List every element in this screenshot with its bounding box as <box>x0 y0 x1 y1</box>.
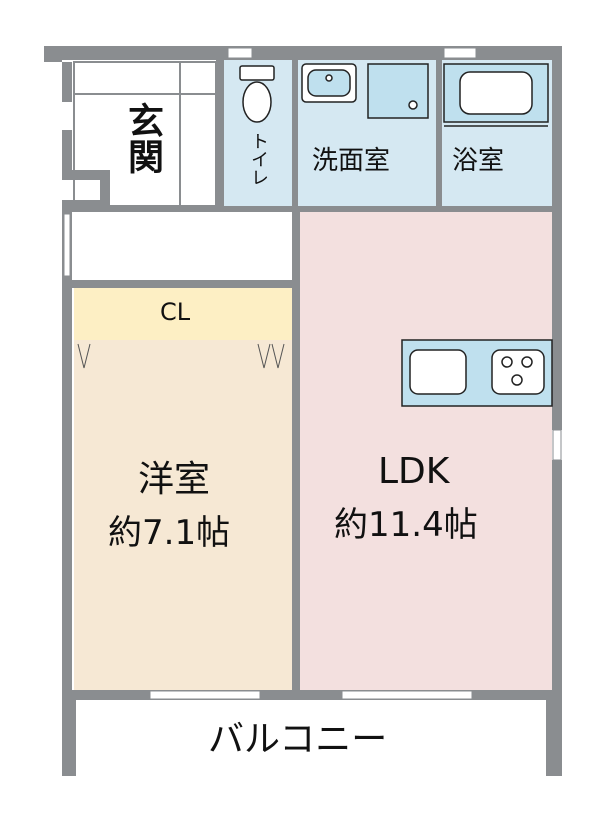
western-room-size: 約7.1帖 <box>108 513 231 553</box>
toilet-label: トイレ <box>248 132 269 186</box>
balcony-label: バルコニー <box>208 719 388 760</box>
washroom-label: 洗面室 <box>312 146 391 176</box>
bathtub-fixture <box>443 63 549 127</box>
western-floor <box>74 340 292 690</box>
ldk-floor <box>300 208 552 690</box>
kitchen-counter <box>401 339 553 407</box>
closet-floor <box>74 287 292 340</box>
genkan-label: 玄関 <box>122 102 163 174</box>
closet-doors <box>77 343 285 369</box>
washbasin-fixture <box>301 63 429 119</box>
closet-label: CL <box>160 298 191 326</box>
bath-label: 浴室 <box>452 146 505 176</box>
toilet-fixture <box>239 65 275 123</box>
ldk-name: LDK <box>378 451 450 492</box>
windows <box>63 47 562 700</box>
ldk-size: 約11.4帖 <box>334 505 478 545</box>
entrance-details <box>73 61 217 207</box>
western-room-name: 洋室 <box>138 459 211 500</box>
